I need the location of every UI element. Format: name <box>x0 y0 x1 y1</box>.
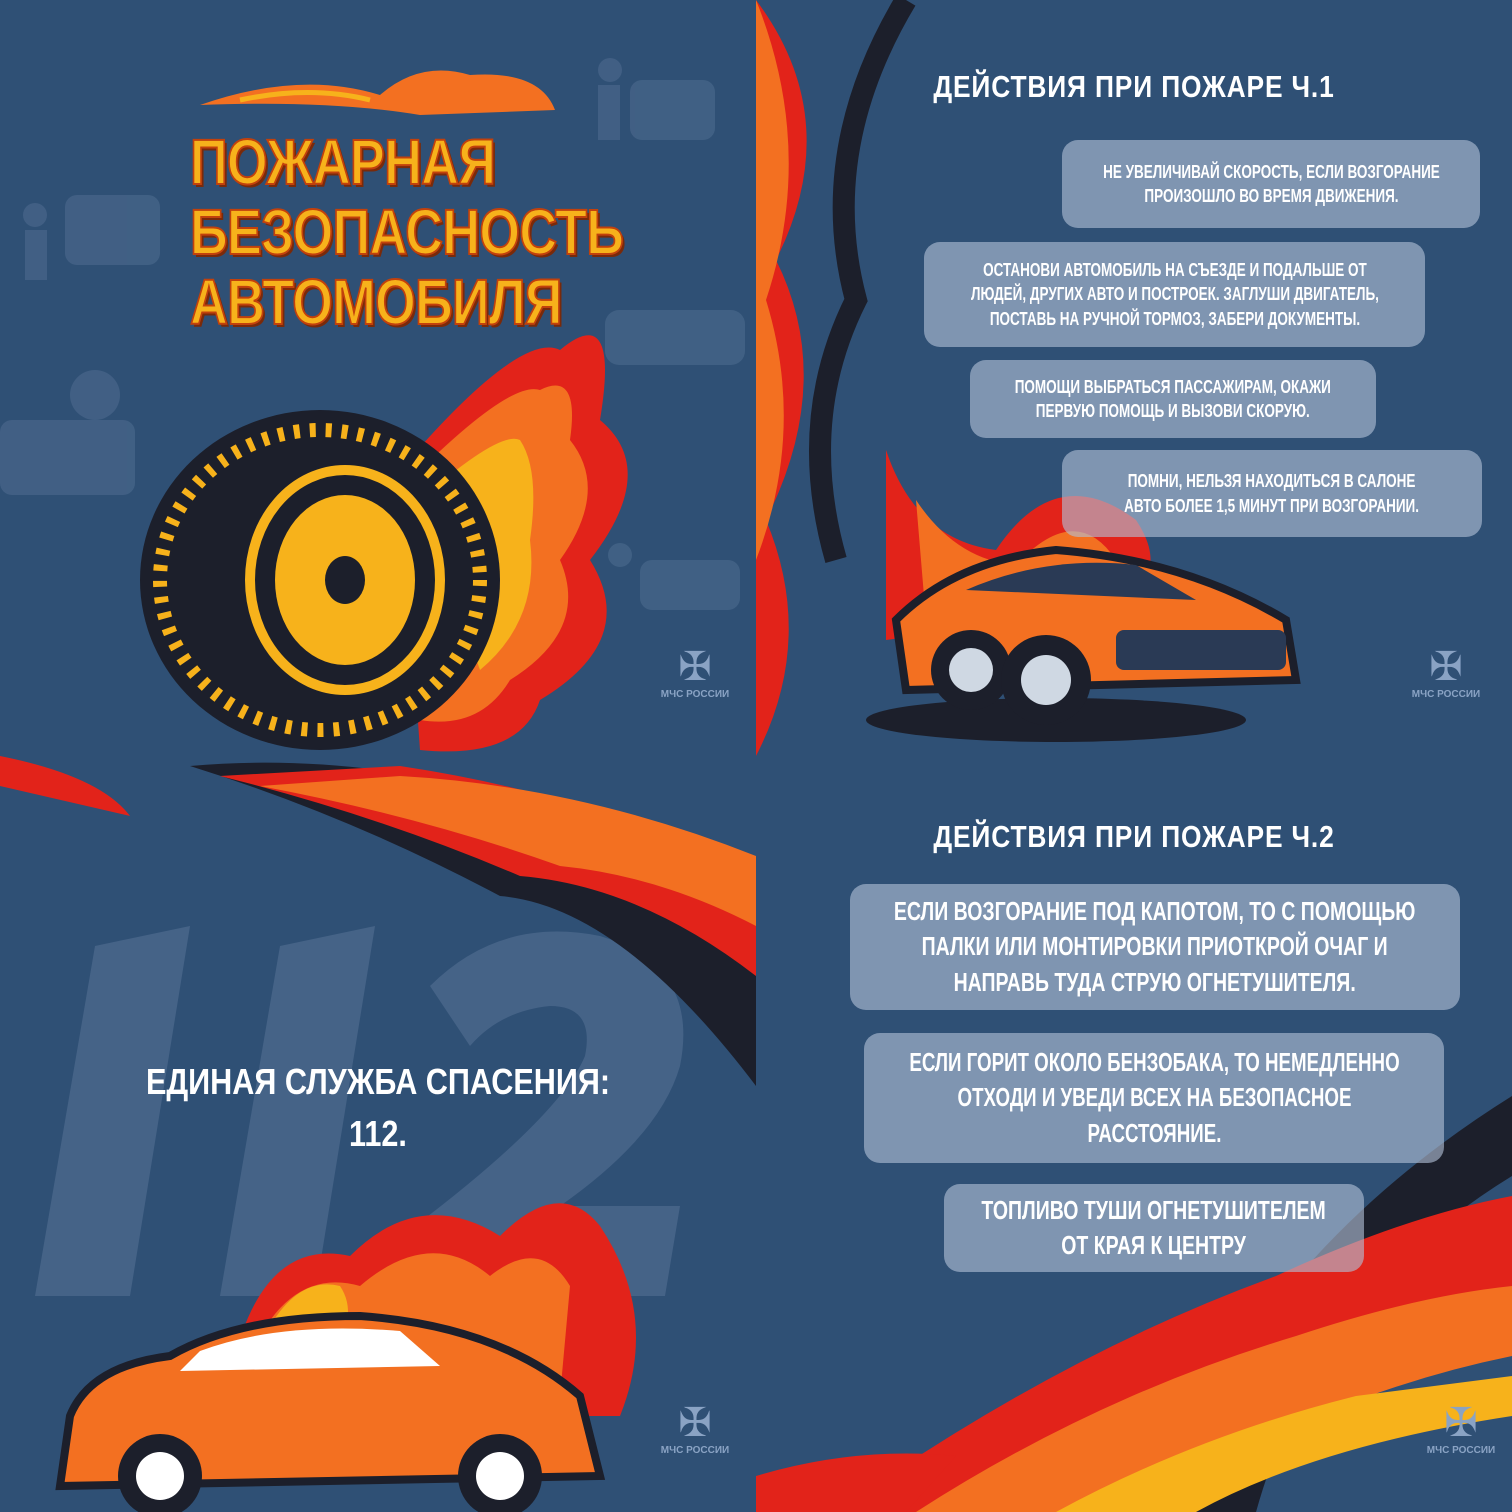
instruction-box-4: ПОМНИ, НЕЛЬЗЯ НАХОДИТЬСЯ В САЛОНЕ АВТО Б… <box>1062 450 1482 537</box>
rescue-number[interactable]: 112. <box>349 1113 407 1155</box>
instruction-box-2: ЕСЛИ ГОРИТ ОКОЛО БЕНЗОБАКА, ТО НЕМЕДЛЕНН… <box>864 1033 1444 1163</box>
sports-car-icon <box>55 1203 636 1512</box>
emblem-label: МЧС РОССИИ <box>660 1445 730 1456</box>
instruction-text: ЕСЛИ ВОЗГОРАНИЕ ПОД КАПОТОМ, ТО С ПОМОЩЬ… <box>894 896 1416 997</box>
instruction-text: ОСТАНОВИ АВТОМОБИЛЬ НА СЪЕЗДЕ И ПОДАЛЬШЕ… <box>970 260 1379 329</box>
title-line-1: ПОЖАРНАЯ <box>189 126 497 198</box>
instruction-box-2: ОСТАНОВИ АВТОМОБИЛЬ НА СЪЕЗДЕ И ПОДАЛЬШЕ… <box>924 242 1425 347</box>
emblem-label: МЧС РОССИИ <box>1426 1445 1496 1456</box>
flame-decoration <box>0 756 756 1512</box>
title-line-3: АВТОМОБИЛЯ <box>189 266 563 338</box>
mchs-emblem: ✠ МЧС РОССИИ <box>1406 645 1486 700</box>
mchs-emblem: ✠ МЧС РОССИИ <box>655 645 735 700</box>
poster-title-panel: ПОЖАРНАЯ БЕЗОПАСНОСТЬ АВТОМОБИЛЯ ✠ МЧС Р… <box>0 0 756 756</box>
eagle-emblem-icon: ✠ <box>1429 645 1463 689</box>
actions-part1-panel: ДЕЙСТВИЯ ПРИ ПОЖАРЕ Ч.1 НЕ УВЕЛИЧИВАЙ СК… <box>756 0 1512 756</box>
heading-part1: ДЕЙСТВИЯ ПРИ ПОЖАРЕ Ч.1 <box>933 69 1335 104</box>
actions-part2-panel: ДЕЙСТВИЯ ПРИ ПОЖАРЕ Ч.2 ЕСЛИ ВОЗГОРАНИЕ … <box>756 756 1512 1512</box>
rescue-service-text: ЕДИНАЯ СЛУЖБА СПАСЕНИЯ: 112. <box>0 1056 756 1160</box>
eagle-emblem-icon: ✠ <box>678 1401 712 1445</box>
mchs-emblem: ✠ МЧС РОССИИ <box>1421 1401 1501 1456</box>
title-line-2: БЕЗОПАСНОСТЬ <box>189 196 625 268</box>
eagle-emblem-icon: ✠ <box>678 645 712 689</box>
watermark-112-icon <box>35 926 684 1296</box>
instruction-text: НЕ УВЕЛИЧИВАЙ СКОРОСТЬ, ЕСЛИ ВОЗГОРАНИЕ … <box>1102 161 1440 206</box>
emblem-label: МЧС РОССИИ <box>1411 689 1481 700</box>
background-illustrations <box>0 58 745 752</box>
instruction-text: ЕСЛИ ГОРИТ ОКОЛО БЕНЗОБАКА, ТО НЕМЕДЛЕНН… <box>908 1047 1400 1148</box>
instruction-text: ТОПЛИВО ТУШИ ОГНЕТУШИТЕЛЕМ ОТ КРАЯ К ЦЕН… <box>981 1194 1327 1260</box>
instruction-text: ПОМНИ, НЕЛЬЗЯ НАХОДИТЬСЯ В САЛОНЕ АВТО Б… <box>1124 471 1420 516</box>
eagle-emblem-icon: ✠ <box>1444 1401 1478 1445</box>
rescue-service-label: ЕДИНАЯ СЛУЖБА СПАСЕНИЯ: <box>145 1061 611 1102</box>
flame-car-logo-icon <box>200 70 555 115</box>
heading-part2: ДЕЙСТВИЯ ПРИ ПОЖАРЕ Ч.2 <box>933 819 1335 854</box>
instruction-box-1: НЕ УВЕЛИЧИВАЙ СКОРОСТЬ, ЕСЛИ ВОЗГОРАНИЕ … <box>1062 140 1480 228</box>
instruction-box-1: ЕСЛИ ВОЗГОРАНИЕ ПОД КАПОТОМ, ТО С ПОМОЩЬ… <box>850 884 1460 1010</box>
emergency-number-panel: ЕДИНАЯ СЛУЖБА СПАСЕНИЯ: 112. ✠ МЧС РОССИ… <box>0 756 756 1512</box>
instruction-box-3: ТОПЛИВО ТУШИ ОГНЕТУШИТЕЛЕМ ОТ КРАЯ К ЦЕН… <box>944 1184 1364 1272</box>
sports-car-icon <box>866 545 1301 742</box>
instruction-text: ПОМОЩИ ВЫБРАТЬСЯ ПАССАЖИРАМ, ОКАЖИ ПЕРВУ… <box>1014 376 1332 421</box>
mchs-emblem: ✠ МЧС РОССИИ <box>655 1401 735 1456</box>
accident-pictograms-icon <box>0 58 745 610</box>
emblem-label: МЧС РОССИИ <box>660 689 730 700</box>
instruction-box-3: ПОМОЩИ ВЫБРАТЬСЯ ПАССАЖИРАМ, ОКАЖИ ПЕРВУ… <box>970 360 1376 438</box>
burning-tire-icon <box>140 335 628 752</box>
flame-decoration <box>756 1096 1512 1512</box>
